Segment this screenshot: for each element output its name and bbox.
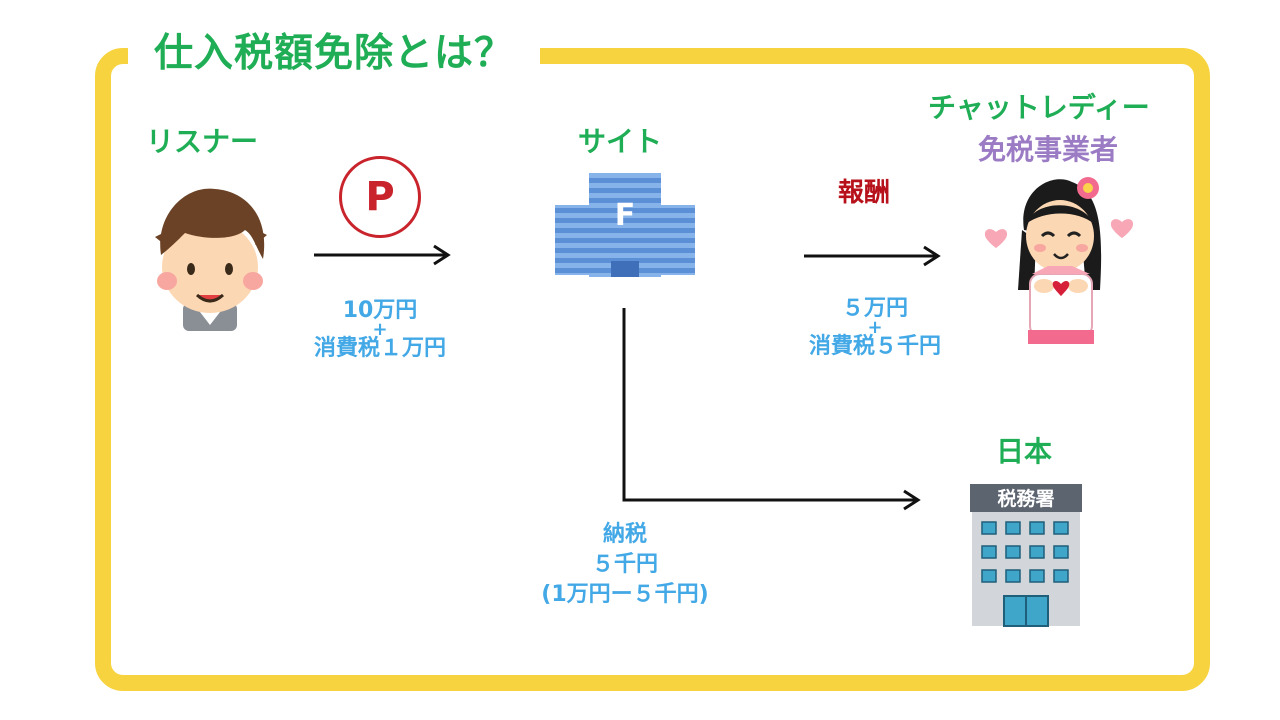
reward-plus: + xyxy=(867,317,883,338)
arrow-site-to-chat-lady xyxy=(804,245,941,267)
listener-label: リスナー xyxy=(146,125,259,158)
tax-office-sign: 税務署 xyxy=(997,487,1054,510)
tax-payment-text: 納税 ５千円 (1万円ー５千円) xyxy=(520,522,730,608)
point-coin-icon: P xyxy=(339,156,421,238)
arrow-site-to-tax-office xyxy=(622,308,921,511)
title-container: 仕入税額免除とは？ xyxy=(128,20,541,80)
payment-amount: 10万円 xyxy=(342,298,418,323)
tax-exempt-business-label: 免税事業者 xyxy=(978,133,1119,166)
chat-lady-label: チャットレディー xyxy=(928,91,1150,124)
diagram-frame xyxy=(95,48,1210,691)
japan-label: 日本 xyxy=(996,435,1053,468)
site-logo-letter: F xyxy=(615,198,636,233)
chat-lady-illustration xyxy=(984,177,1134,344)
reward-amount-text: ５万円 + 消費税５千円 xyxy=(795,296,955,360)
reward-tax: 消費税５千円 xyxy=(808,334,941,359)
diagram-title: 仕入税額免除とは？ xyxy=(154,31,515,76)
payment-plus: + xyxy=(372,319,388,340)
payment-tax: 消費税１万円 xyxy=(313,336,446,361)
arrow-listener-to-site xyxy=(314,244,451,266)
listener-illustration xyxy=(155,188,267,331)
point-coin-letter: P xyxy=(365,174,395,220)
tax-payment-amount: ５千円 xyxy=(591,552,658,577)
listener-payment-text: 10万円 + 消費税１万円 xyxy=(300,298,460,362)
site-label: サイト xyxy=(578,125,663,158)
reward-amount: ５万円 xyxy=(841,296,908,321)
reward-label: 報酬 xyxy=(838,178,891,208)
tax-payment-label: 納税 xyxy=(602,522,647,547)
tax-office-building-illustration: 税務署 xyxy=(970,484,1082,627)
site-building-illustration: F xyxy=(555,173,695,277)
tax-payment-calculation: (1万円ー５千円) xyxy=(541,582,709,607)
